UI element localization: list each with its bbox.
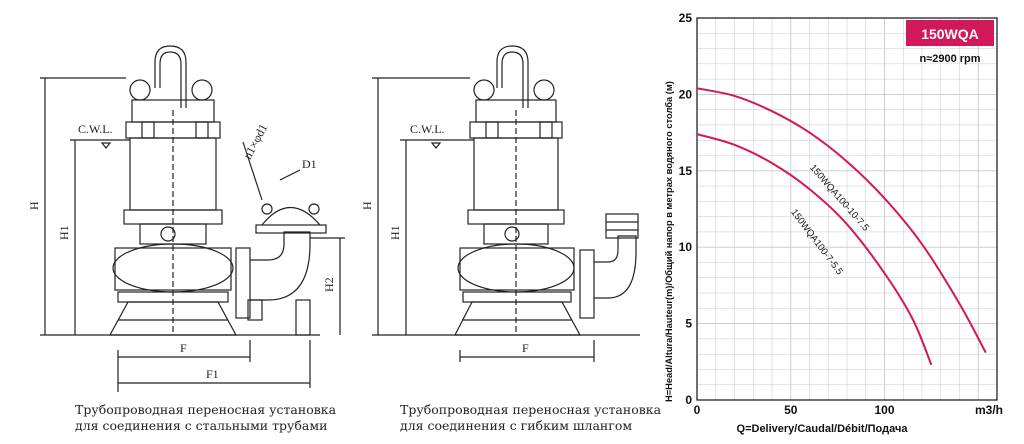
y-tick-label: 5 — [685, 317, 692, 331]
y-tick-label: 25 — [679, 11, 693, 25]
y-tick-label: 0 — [685, 393, 692, 407]
dim-label-d1: D1 — [302, 157, 317, 171]
dim-label-cwl-right: C.W.L. — [410, 122, 445, 136]
y-tick-label: 10 — [679, 240, 693, 254]
discharge-elbow-left — [235, 203, 327, 336]
dim-label-f: F — [180, 341, 187, 355]
series-line-1 — [696, 87, 987, 354]
dim-label-f-right: F — [522, 341, 529, 355]
caption-line: для соединения с гибким шлангом — [400, 418, 633, 433]
series-label-2: 150WQA100-7-5.5 — [788, 207, 844, 277]
series-label-1: 150WQA100-10-7.5 — [807, 162, 871, 233]
pump-body-left — [108, 45, 238, 336]
y-tick-label: 20 — [679, 87, 693, 101]
chart-title-box: 150WQA n≈2900 rpm — [906, 20, 994, 65]
caption-line: для соединения с стальными трубами — [75, 418, 328, 433]
caption-line: Трубопроводная переносная установка — [75, 402, 337, 417]
x-tick-label: 50 — [784, 403, 798, 417]
pump-body-right — [454, 45, 582, 336]
x-tick-label: 0 — [694, 403, 701, 417]
dim-label-h: H — [27, 201, 41, 210]
dim-label-cwl: C.W.L. — [78, 122, 113, 136]
dimensions-right: C.W.L. H H1 F — [360, 77, 640, 362]
dim-label-f1: F1 — [206, 367, 219, 381]
hose-coupling-right — [579, 213, 639, 319]
series-line-2 — [696, 133, 933, 366]
dim-label-h1: H1 — [57, 225, 71, 240]
chart-title-bg — [906, 20, 994, 46]
plot-frame — [696, 17, 998, 401]
dim-label-h1-right: H1 — [388, 225, 402, 240]
dim-label-h-right: H — [360, 201, 374, 210]
y-axis-label: H=Head/Altura/Hauteur(m)/Общий напор в м… — [664, 81, 674, 402]
caption-line: Трубопроводная переносная установка — [400, 402, 662, 417]
x-axis-unit: m3/h — [975, 403, 1003, 417]
y-tick-label: 15 — [679, 164, 693, 178]
x-tick-label: 100 — [874, 403, 894, 417]
chart-axes: 0 50 100 0 5 10 15 20 25 — [679, 11, 998, 417]
dim-label-h2: H2 — [322, 277, 336, 292]
chart-title: 150WQA — [921, 26, 979, 42]
x-axis-label: Q=Delivery/Caudal/Débit/Подача — [737, 423, 909, 435]
chart-subtitle: n≈2900 rpm — [919, 53, 980, 65]
caption-flexible-hose: Трубопроводная переносная установка для … — [400, 402, 661, 434]
caption-steel-pipe: Трубопроводная переносная установка для … — [75, 402, 336, 434]
